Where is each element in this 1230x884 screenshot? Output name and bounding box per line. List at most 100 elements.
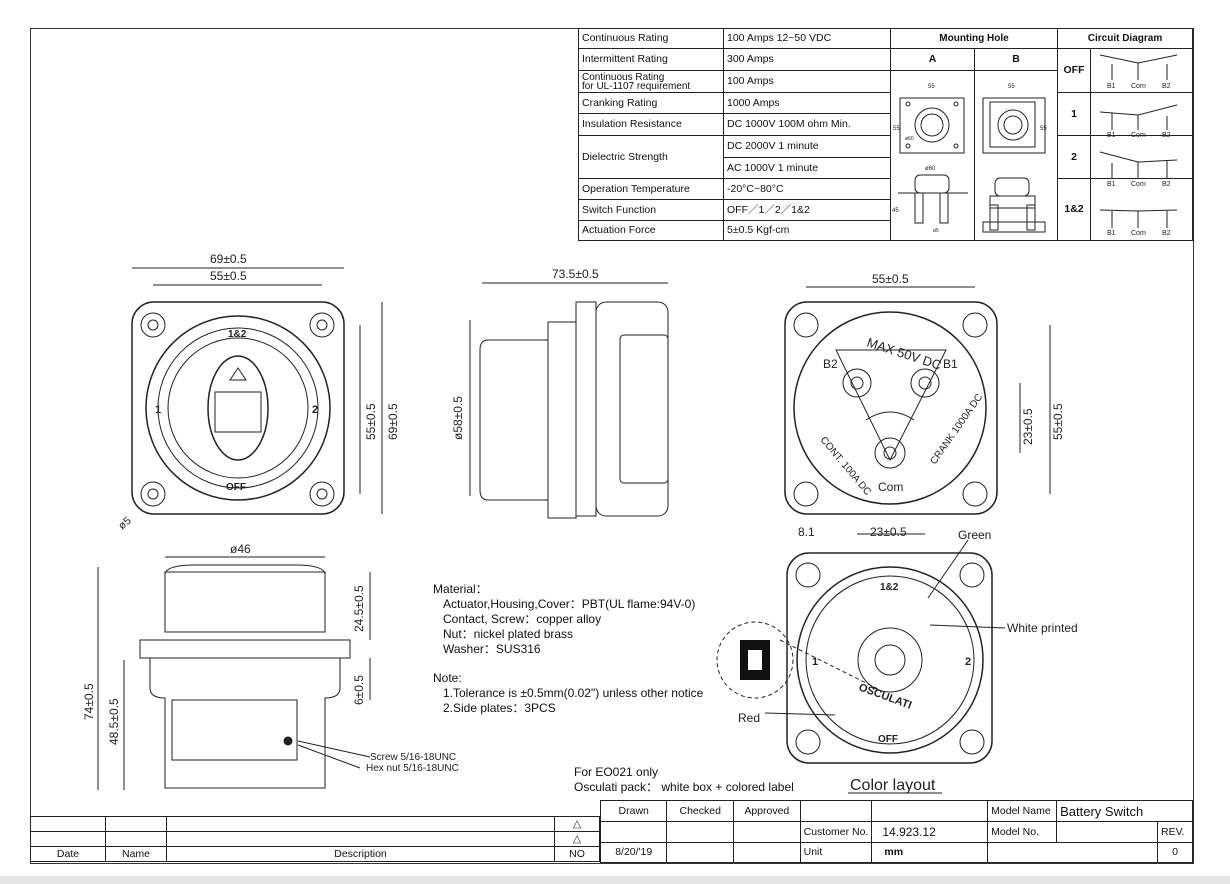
- mh-dia2: ø60: [925, 166, 936, 172]
- mount-hole: [309, 481, 335, 507]
- circuit-diagram-2: [1090, 135, 1193, 179]
- dim-width-outer: 69±0.5: [210, 252, 247, 266]
- circuit-2: [1099, 151, 1178, 178]
- mounting-hole-a-drawing: 55 55 ø60 ø60 45 ø5: [892, 84, 968, 234]
- dim-width-inner: 55±0.5: [210, 269, 247, 283]
- customer-no: 14.923.12: [871, 821, 989, 843]
- position-2: 2: [312, 404, 318, 416]
- circuit-12: [1099, 209, 1178, 228]
- mount-hole: [140, 312, 166, 338]
- approved-header: Approved: [732, 800, 801, 822]
- material-notes: Material： Actuator,Housing,Cover：PBT(UL …: [433, 582, 703, 716]
- description-header: Description: [166, 846, 555, 862]
- dim-plate: 6±0.5: [352, 675, 366, 705]
- cont-rating-label: CONT. 100A DC: [818, 435, 873, 498]
- rear-view: 55±0.5 55±0.5 23±0.5 23±0.5 8.1 MAX 50V …: [784, 272, 1065, 539]
- mh-b-height: 55: [1040, 126, 1047, 132]
- circuit-diagram-12: [1090, 178, 1193, 241]
- spec-value: 5±0.5 Kgf-cm: [723, 220, 891, 241]
- note-line: 1.Tolerance is ±0.5mm(0.02") unless othe…: [443, 686, 704, 700]
- note-line: 2.Side plates：3PCS: [443, 701, 556, 715]
- dim-knob-dia: ø46: [230, 542, 251, 556]
- rev-label: REV.: [1157, 821, 1193, 843]
- dim-width: 55±0.5: [872, 272, 909, 286]
- position-off: OFF: [226, 482, 246, 493]
- material-line: Contact, Screw：copper alloy: [443, 612, 602, 626]
- unit-label: Unit: [799, 842, 873, 863]
- revision-block: △ △ Date Name Description NO: [30, 816, 600, 862]
- terminal-label: B1: [1107, 181, 1116, 188]
- crank-rating-label: CRANK 1000A DC: [928, 392, 985, 467]
- dim-height: 55±0.5: [1051, 403, 1065, 440]
- mount-hole: [140, 481, 166, 507]
- spec-label-line: Continuous Rating: [582, 71, 665, 83]
- color-layout-view: Green White printed Red 1&2 1 2 OFF OSCU…: [716, 528, 1078, 794]
- spec-label: Actuation Force: [578, 220, 724, 241]
- material-title: Material：: [433, 582, 488, 596]
- position-1and2: 1&2: [228, 329, 247, 340]
- nut-label: Hex nut 5/16-18UNC: [366, 763, 459, 774]
- terminal-label: Com: [1131, 83, 1146, 90]
- max-rating-label: MAX 50V DC: [865, 335, 943, 373]
- dim-length: 73.5±0.5: [552, 267, 599, 281]
- terminal-label: B2: [1162, 83, 1171, 90]
- model-no-label: Model No.: [987, 821, 1058, 843]
- color-layout-title: Color layout: [850, 777, 936, 794]
- terminal-label: B1: [1107, 230, 1116, 237]
- mh-height: 55: [893, 126, 900, 132]
- spec-label-line: for UL-1107 requirement: [582, 80, 691, 92]
- osculati-brand-logo: OSCULATI: [857, 682, 913, 712]
- pack-line-1: For EO021 only: [574, 765, 659, 779]
- mh-dia: ø60: [905, 136, 914, 142]
- name-header: Name: [105, 846, 167, 862]
- terminal-com: Com: [878, 480, 903, 494]
- pack-line-2: Osculati pack： white box + colored label: [574, 780, 794, 794]
- circuit-1: [1099, 104, 1178, 130]
- rev-value: 0: [1157, 842, 1193, 863]
- red-label: Red: [738, 711, 760, 725]
- material-line: Actuator,Housing,Cover：PBT(UL flame:94V-…: [443, 597, 696, 611]
- dim-hole: ø5: [116, 515, 134, 532]
- terminal-label: B2: [1162, 132, 1171, 139]
- customer-no-label: Customer No.: [799, 821, 873, 843]
- terminal-label: B2: [1162, 230, 1171, 237]
- spec-label: Dielectric Strength: [578, 135, 724, 179]
- mounting-hole-b-drawing: 55 55: [982, 84, 1047, 233]
- terminal-label: Com: [1131, 230, 1146, 237]
- terminal-label: Com: [1131, 132, 1146, 139]
- terminal-label: Com: [1131, 181, 1146, 188]
- date-header: Date: [30, 846, 106, 862]
- mh-width: 55: [928, 84, 935, 90]
- no-header: NO: [554, 846, 600, 862]
- mh-b-width: 55: [1008, 84, 1015, 90]
- mh-depth: 45: [892, 208, 899, 214]
- dim-total-h: 74±0.5: [82, 683, 96, 720]
- dim-terminal-w: 23±0.5: [870, 525, 907, 539]
- green-label: Green: [958, 528, 991, 542]
- drawn-date: 8/20/'19: [599, 842, 668, 863]
- drawn-header: Drawn: [599, 800, 668, 822]
- dim-diameter: ø58±0.5: [451, 396, 465, 440]
- spec-table: Continuous Rating 100 Amps 12~50 VDC Mou…: [578, 28, 1193, 241]
- color-position-2: 2: [965, 656, 971, 668]
- dim-height-inner: 55±0.5: [364, 403, 378, 440]
- color-position-1and2: 1&2: [880, 582, 899, 593]
- model-name-label: Model Name: [987, 800, 1058, 822]
- mount-hole: [309, 312, 335, 338]
- circuit-off: [1099, 54, 1178, 80]
- rev-mark: △: [554, 831, 600, 847]
- material-line: Washer：SUS316: [443, 642, 541, 656]
- dim-terminal-h: 23±0.5: [1021, 408, 1035, 445]
- checked-header: Checked: [666, 800, 734, 822]
- note-title: Note:: [433, 671, 462, 685]
- position-1: 1: [155, 404, 161, 416]
- terminal-b1: B1: [943, 357, 958, 371]
- dim-height-outer: 69±0.5: [386, 403, 400, 440]
- white-printed-label: White printed: [1007, 621, 1078, 635]
- terminal-label: B1: [1107, 83, 1116, 90]
- bottom-view: ø46 24.5±0.5 6±0.5 74±0.5 48.5±0.5 Screw…: [82, 542, 459, 790]
- color-position-off: OFF: [878, 734, 898, 745]
- terminal-label: B1: [1107, 132, 1116, 139]
